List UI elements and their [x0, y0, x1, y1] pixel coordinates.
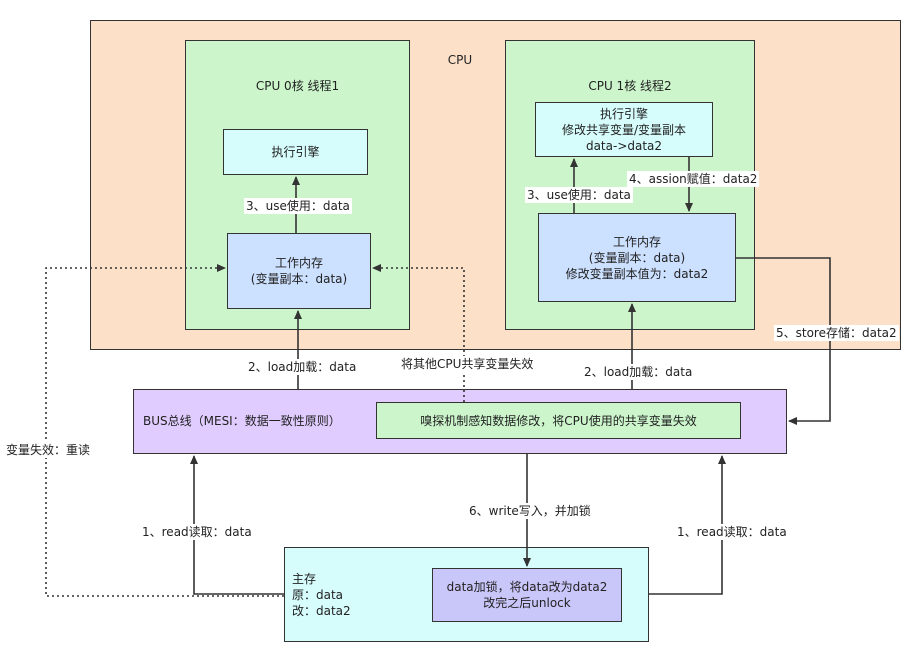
cpu1-store-label: 5、store存储：data2 — [774, 325, 899, 341]
cpu1-title: CPU 1核 线程2 — [588, 79, 672, 93]
write-label: 6、write写入，并加锁 — [467, 503, 593, 519]
cpu0-memory-line: 工作内存 — [274, 256, 323, 270]
reread-arrow — [45, 264, 284, 597]
cpu1-working-memory: 工作内存 (变量副本：data) 修改变量副本值为：data2 — [538, 213, 736, 302]
cpu0-engine: 执行引擎 — [223, 129, 368, 175]
read-right-arrow — [649, 455, 726, 595]
cpu1-engine-text: 执行引擎 修改共享变量/变量副本 data->data2 — [536, 106, 712, 154]
cpu1-load-label: 2、load加载：data — [582, 364, 695, 380]
cpu0-memory-line: (变量副本：data) — [250, 272, 348, 286]
cpu1-engine: 执行引擎 修改共享变量/变量副本 data->data2 — [535, 102, 713, 157]
bus-title: BUS总线（MESI：数据一致性原则） — [143, 414, 341, 428]
cpu0-engine-label: 执行引擎 — [271, 145, 320, 159]
cpu1-engine-line: data->data2 — [585, 139, 663, 153]
main-memory-text: 主存 原：data 改：data2 — [292, 571, 351, 619]
invalidate-label: 将其他CPU共享变量失效 — [399, 356, 536, 372]
read-right-label: 1、read读取：data — [675, 524, 789, 540]
lock-text: data加锁，将data改为data2 改完之后unlock — [433, 579, 621, 611]
cpu1-memory-line: (变量副本：data) — [588, 251, 686, 265]
invalid-reread-label: 变量失效：重读 — [4, 442, 93, 458]
cpu1-engine-line: 修改共享变量/变量副本 — [561, 123, 687, 137]
cpu1-memory-line: 修改变量副本值为：data2 — [565, 267, 709, 281]
main-memory-line: 改：data2 — [292, 604, 351, 618]
bus-sniff-box: 嗅探机制感知数据修改，将CPU使用的共享变量失效 — [376, 402, 741, 439]
main-memory-line: 主存 — [292, 572, 317, 586]
cpu0-working-memory: 工作内存 (变量副本：data) — [227, 233, 371, 309]
lock-line: data加锁，将data改为data2 — [446, 580, 608, 594]
cpu1-memory-text: 工作内存 (变量副本：data) 修改变量副本值为：data2 — [539, 234, 735, 282]
lock-box: data加锁，将data改为data2 改完之后unlock — [432, 568, 622, 622]
main-memory-line: 原：data — [292, 588, 344, 602]
read-left-label: 1、read读取：data — [140, 524, 254, 540]
cpu0-memory-text: 工作内存 (变量副本：data) — [228, 255, 370, 287]
cpu0-title: CPU 0核 线程1 — [255, 79, 340, 93]
cpu-title: CPU — [447, 53, 473, 67]
cpu1-assign-label: 4、assion赋值：data2 — [627, 171, 760, 187]
invalidate-arrow — [372, 264, 465, 402]
read-left-arrow — [190, 455, 284, 595]
cpu1-engine-line: 执行引擎 — [599, 107, 648, 121]
cpu1-memory-line: 工作内存 — [612, 235, 661, 249]
lock-line: 改完之后unlock — [483, 596, 571, 610]
bus-sniff-label: 嗅探机制感知数据修改，将CPU使用的共享变量失效 — [420, 414, 697, 428]
cpu0-use-label: 3、use使用：data — [244, 198, 352, 214]
cpu1-use-label: 3、use使用：data — [525, 187, 633, 203]
cpu0-load-label: 2、load加载：data — [246, 359, 359, 375]
